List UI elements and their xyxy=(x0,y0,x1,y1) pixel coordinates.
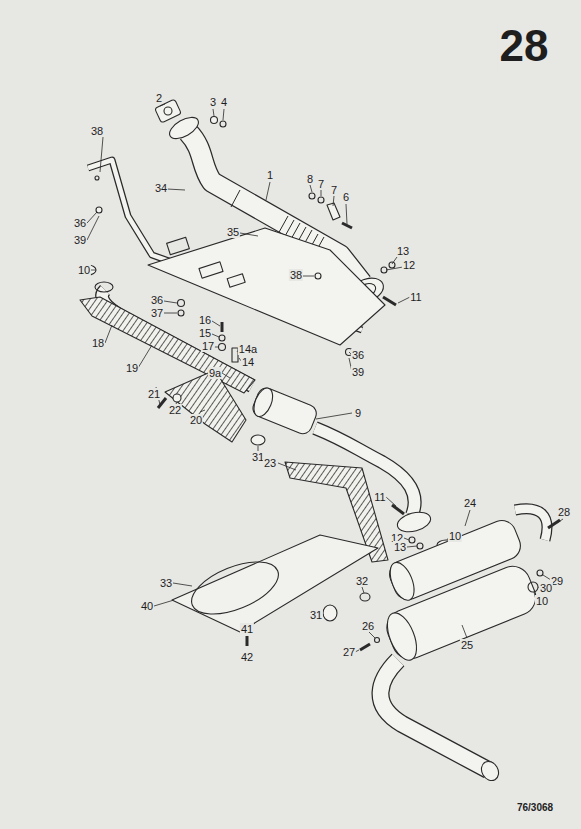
callout-number: 31 xyxy=(309,609,323,621)
callout-number: 35 xyxy=(226,226,240,238)
callout-number: 33 xyxy=(159,577,173,589)
callout-number: 13 xyxy=(393,541,407,553)
callout-number: 36 xyxy=(150,294,164,306)
callout-number: 4 xyxy=(220,96,228,108)
callout-number: 20 xyxy=(189,414,203,426)
callout-number: 1 xyxy=(266,169,274,181)
callout-number: 37 xyxy=(150,307,164,319)
callout-number: 12 xyxy=(402,259,416,271)
callout-number: 9 xyxy=(354,407,362,419)
callout-number: 23 xyxy=(263,457,277,469)
callout-number: 9a xyxy=(208,367,222,379)
callout-number: 3 xyxy=(209,96,217,108)
callout-number: 36 xyxy=(351,349,365,361)
callout-number: 42 xyxy=(240,651,254,663)
callout-number: 36 xyxy=(73,217,87,229)
callout-number: 13 xyxy=(396,245,410,257)
callout-number: 8 xyxy=(306,173,314,185)
page-number: 28 xyxy=(498,23,551,69)
callout-number: 7 xyxy=(330,184,338,196)
callout-number: 19 xyxy=(125,362,139,374)
callout-number: 14 xyxy=(241,356,255,368)
callout-number: 28 xyxy=(557,506,571,518)
callout-number: 38 xyxy=(289,269,303,281)
callout-number: 40 xyxy=(140,600,154,612)
callout-number: 10 xyxy=(77,264,91,276)
callout-number: 11 xyxy=(409,291,422,303)
callout-number: 24 xyxy=(463,497,477,509)
callout-number: 18 xyxy=(91,337,105,349)
callout-number: 27 xyxy=(342,646,356,658)
callout-number: 22 xyxy=(168,404,182,416)
callout-number: 14a xyxy=(238,343,258,355)
callout-number: 15 xyxy=(198,327,212,339)
callout-number: 34 xyxy=(154,182,168,194)
callout-number: 16 xyxy=(198,314,212,326)
callout-number: 2 xyxy=(155,92,163,104)
callout-number: 39 xyxy=(73,234,87,246)
callout-number: 10 xyxy=(535,595,549,607)
callout-number: 7 xyxy=(317,178,325,190)
drawing-number: 76/3068 xyxy=(516,802,554,814)
callout-number: 6 xyxy=(342,191,350,203)
callout-number: 25 xyxy=(460,639,474,651)
callout-number: 32 xyxy=(355,575,369,587)
callout-number: 17 xyxy=(201,340,215,352)
callout-number: 41 xyxy=(240,623,254,635)
callout-number: 11 xyxy=(373,491,386,503)
callout-number: 10 xyxy=(448,530,462,542)
callout-number: 38 xyxy=(90,125,104,137)
callout-number: 21 xyxy=(147,388,161,400)
callout-number: 26 xyxy=(361,620,375,632)
callout-number: 39 xyxy=(351,366,365,378)
callout-number: 30 xyxy=(539,582,553,594)
